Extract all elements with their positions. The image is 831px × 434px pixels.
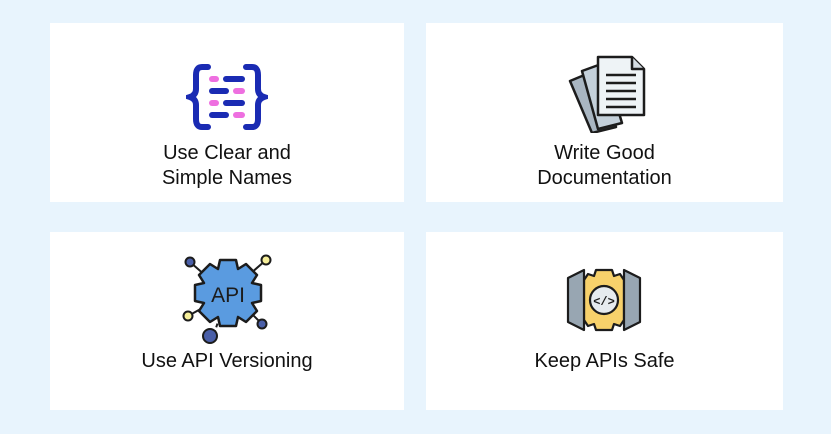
card-title: Use API Versioning: [50, 349, 404, 374]
card-api-versioning: API Use API Versioning: [50, 232, 404, 410]
card-title: Use Clear and Simple Names: [50, 141, 404, 191]
card-title-line: Write Good: [554, 142, 655, 164]
card-title-line: Documentation: [537, 167, 672, 189]
card-title: Write Good Documentation: [426, 141, 783, 191]
secure-code-gate-icon: </>: [566, 268, 642, 332]
code-braces-icon: [186, 64, 268, 130]
card-title-line: Simple Names: [161, 167, 293, 189]
card-title-line: Use API Versioning: [141, 350, 313, 372]
card-title-line: Use Clear and: [163, 142, 291, 164]
card-title: Keep APIs Safe: [426, 349, 783, 374]
card-documentation: Write Good Documentation: [426, 23, 783, 202]
card-clear-names: Use Clear and Simple Names: [50, 23, 404, 202]
svg-text:</>: </>: [593, 295, 615, 309]
svg-text:API: API: [211, 284, 245, 307]
api-gear-network-icon: API: [182, 254, 272, 344]
documents-icon: [568, 55, 646, 133]
card-keep-apis-safe: </> Keep APIs Safe: [426, 232, 783, 410]
card-title-line: Keep APIs Safe: [534, 350, 675, 372]
